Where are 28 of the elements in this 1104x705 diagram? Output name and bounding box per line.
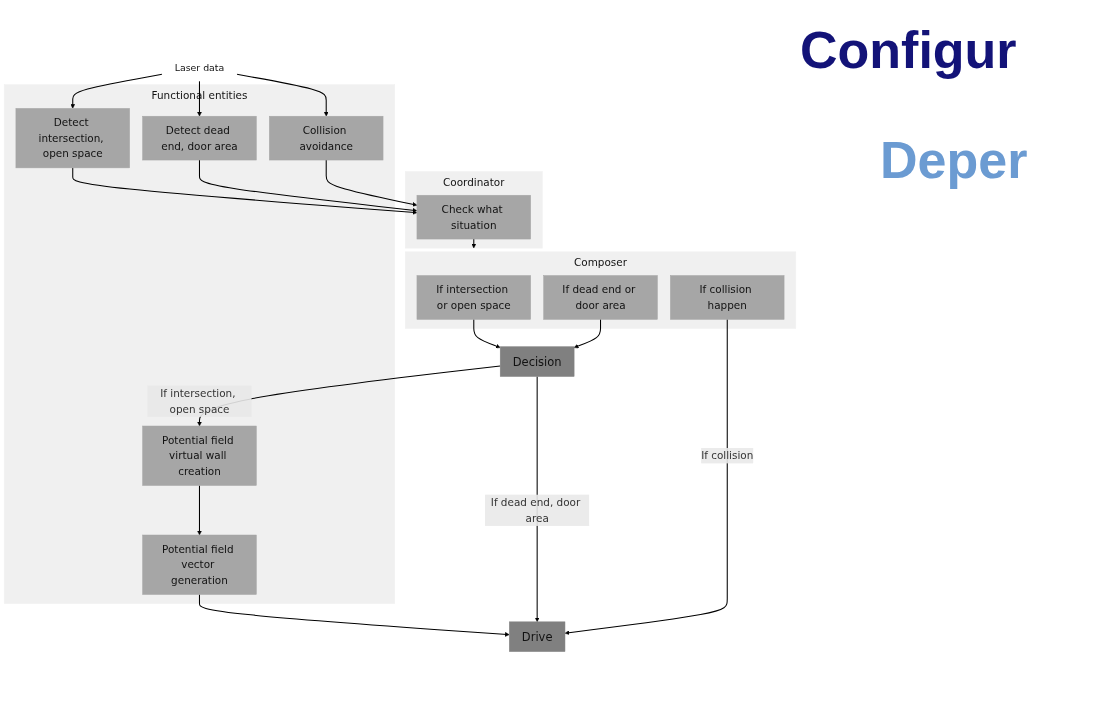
edge-label: If collision xyxy=(701,448,754,462)
arrow xyxy=(70,73,163,109)
node-box: Collision avoidance xyxy=(269,115,384,160)
arrow xyxy=(198,159,418,213)
node-box: Potential field virtual wall creation xyxy=(142,425,257,486)
edge-label: If dead end, door area xyxy=(490,495,581,524)
slide-heading: Deper xyxy=(880,130,1028,190)
node-box: Detect dead end, door area xyxy=(142,115,257,160)
node-box: If collision happen xyxy=(670,274,785,320)
arrow xyxy=(564,318,728,635)
arrow xyxy=(197,484,202,535)
node-box: Potential field vector generation xyxy=(142,534,257,595)
node-box: If intersection or open space xyxy=(416,274,531,320)
node-box: Drive xyxy=(509,621,566,652)
node-box: Check what situation xyxy=(416,194,531,239)
slide-heading: Configur xyxy=(800,20,1017,80)
arrow xyxy=(325,159,418,207)
edge-label: If intersection, open space xyxy=(160,386,236,415)
arrow xyxy=(573,318,602,348)
node-box: Decision xyxy=(499,346,575,377)
node-text: Laser data xyxy=(174,61,225,73)
arrow xyxy=(72,166,418,215)
node-box: Detect intersection, open space xyxy=(15,107,130,168)
arrow xyxy=(198,593,510,637)
node-box: If dead end or door area xyxy=(543,274,658,320)
arrow xyxy=(236,73,329,116)
arrow xyxy=(471,238,477,248)
arrow xyxy=(473,318,501,348)
